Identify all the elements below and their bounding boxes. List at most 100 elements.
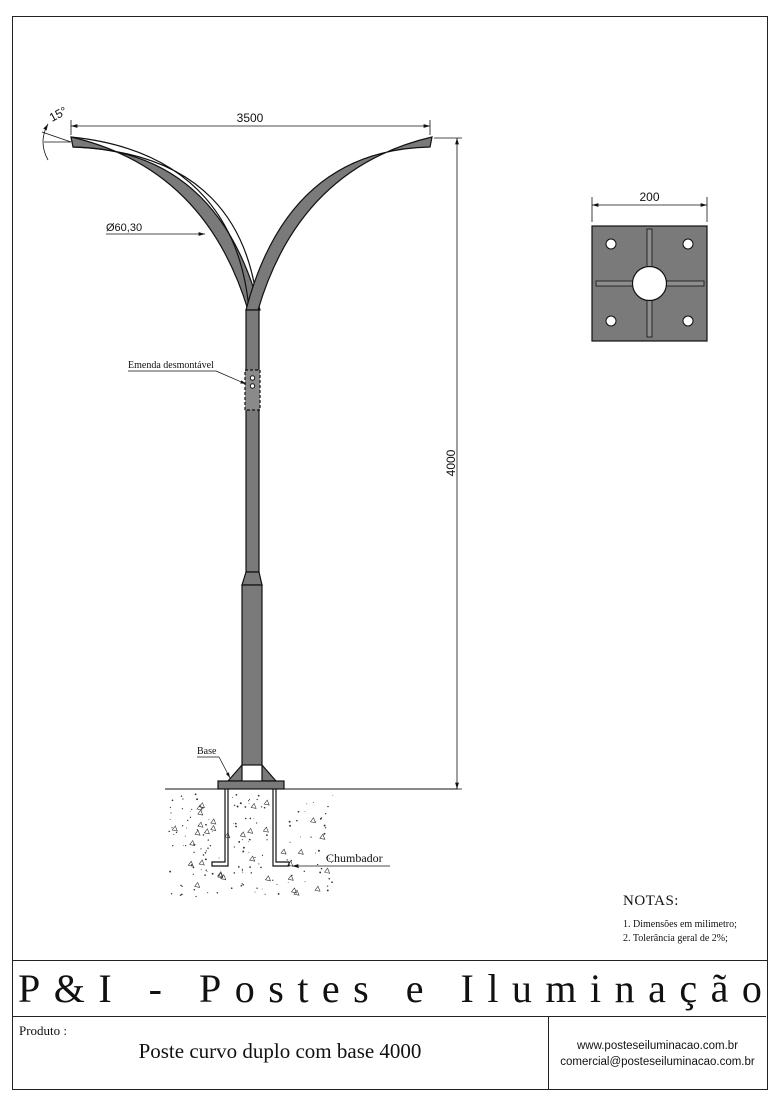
concrete-speckle [258,863,260,865]
concrete-speckle [204,874,206,876]
concrete-aggregate [203,828,210,835]
concrete-aggregate [198,859,205,866]
concrete-speckle [168,830,170,833]
concrete-speckle [312,802,314,804]
concrete-speckle [303,870,306,873]
dimension-width [70,120,431,135]
concrete-speckle [205,823,207,826]
concrete-speckle [233,846,235,848]
concrete-speckle [288,820,291,823]
concrete-speckle [192,866,195,869]
upper-shaft [245,309,260,573]
concrete-speckle [260,866,262,869]
concrete-speckle [250,872,253,874]
shaft-taper [241,571,263,586]
dimension-angle [41,123,72,161]
note-item: 1. Dimensões em milimetro; [623,919,737,930]
concrete-speckle [207,892,209,894]
concrete-foundation [165,788,458,898]
concrete-speckle [266,834,268,836]
left-arm [70,136,261,311]
concrete-speckle [323,824,326,827]
concrete-speckle [180,893,183,896]
concrete-speckle [319,871,322,874]
concrete-speckle [310,836,312,838]
concrete-speckle [193,888,196,891]
anchor-bolts [211,789,290,867]
concrete-speckle [233,872,236,874]
concrete-aggregate [187,860,194,867]
concrete-speckle [255,822,258,824]
concrete-speckle [218,857,220,859]
concrete-speckle [249,817,252,820]
lower-shaft [241,584,263,766]
concrete-aggregate [197,821,204,828]
concrete-speckle [261,888,263,890]
concrete-speckle [326,885,329,887]
concrete-speckle [196,829,199,831]
base-gusset-left [226,763,243,782]
concrete-aggregate [319,833,326,840]
pole [70,136,433,790]
concrete-speckle [248,838,251,841]
concrete-aggregate [224,832,231,839]
concrete-aggregate [287,874,294,881]
concrete-speckle [181,808,184,810]
concrete-speckle [241,870,244,872]
concrete-speckle [332,795,334,796]
concrete-speckle [170,893,173,895]
contact-cell: www.posteseiluminacao.com.br comercial@p… [549,1017,766,1089]
concrete-speckle [304,881,306,883]
concrete-speckle [181,825,184,827]
concrete-speckle [320,817,323,819]
concrete-aggregate [309,817,316,824]
concrete-speckle [236,805,239,808]
concrete-speckle [175,831,178,834]
drawing-sheet [12,16,768,1090]
right-arm [245,136,433,311]
concrete-speckle [249,866,251,868]
concrete-aggregate [280,848,287,855]
concrete-speckle [256,887,258,889]
base-gusset-right [261,763,278,782]
concrete-speckle [239,802,242,805]
concrete-speckle [260,806,263,808]
concrete-speckle [257,794,260,797]
concrete-aggregate [198,802,205,809]
concrete-speckle [266,839,268,841]
concrete-aggregate [314,885,321,892]
website-text: www.posteseiluminacao.com.br [576,1040,739,1052]
concrete-speckle [235,794,238,796]
concrete-aggregate [171,825,178,832]
base-plate-detail [591,197,708,342]
concrete-speckle [248,798,251,800]
concrete-speckle [193,851,195,853]
base-plate [217,780,285,790]
concrete-speckle [317,849,320,852]
concrete-speckle [244,806,247,808]
concrete-speckle [248,841,249,843]
concrete-speckle [238,840,241,843]
concrete-speckle [182,845,184,846]
concrete-speckle [297,810,300,813]
concrete-speckle [233,823,235,824]
concrete-speckle [190,810,191,812]
concrete-speckle [216,891,219,894]
concrete-speckle [253,818,255,820]
concrete-speckle [200,869,202,871]
concrete-speckle [296,819,298,822]
concrete-speckle [330,862,332,863]
concrete-speckle [184,835,186,837]
concrete-speckle [230,887,233,890]
concrete-speckle [180,884,182,887]
email-text: comercial@posteseiluminacao.com.br [560,1056,755,1068]
concrete-speckle [211,872,214,875]
concrete-speckle [204,858,207,861]
concrete-aggregate [290,887,297,894]
concrete-speckle [202,854,205,856]
concrete-aggregate [263,799,270,806]
concrete-speckle [287,882,289,883]
concrete-speckle [231,796,233,798]
concrete-speckle [241,868,243,870]
